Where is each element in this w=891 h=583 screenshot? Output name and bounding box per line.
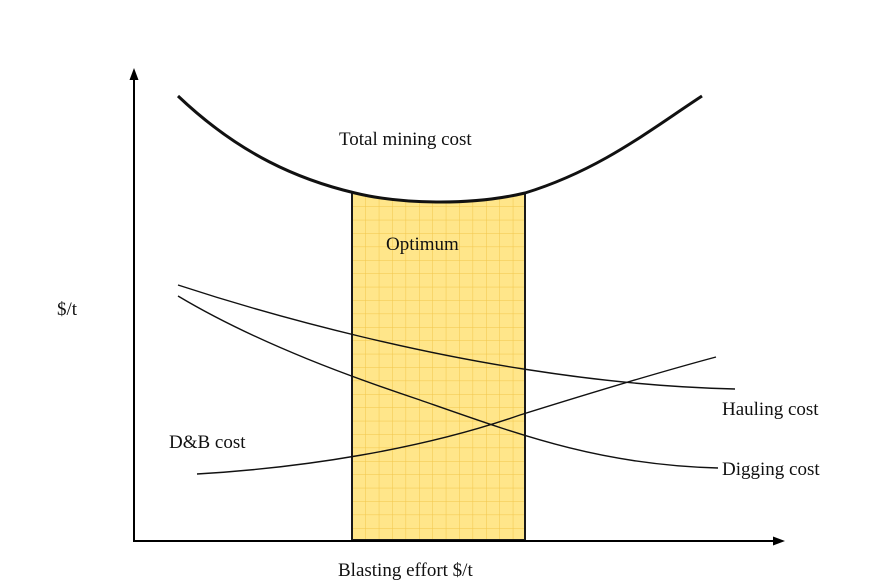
digging-cost-label: Digging cost [722,459,820,480]
total-mining-cost-curve [176,94,703,204]
x-axis-arrow [773,536,785,546]
db-cost-label: D&B cost [169,432,246,453]
hauling-cost-label: Hauling cost [722,399,819,420]
y-axis-label: $/t [57,299,78,320]
digging-cost-curve [177,295,719,469]
db-cost-curve [196,356,717,475]
optimum-region [351,193,526,541]
total-mining-cost-label: Total mining cost [339,129,472,150]
y-axis-arrow [129,68,139,80]
hauling-cost-curve [177,284,736,390]
optimum-label: Optimum [386,234,459,255]
x-axis-label: Blasting effort $/t [338,560,473,581]
axes [129,68,785,546]
optimum-grid [352,193,525,540]
